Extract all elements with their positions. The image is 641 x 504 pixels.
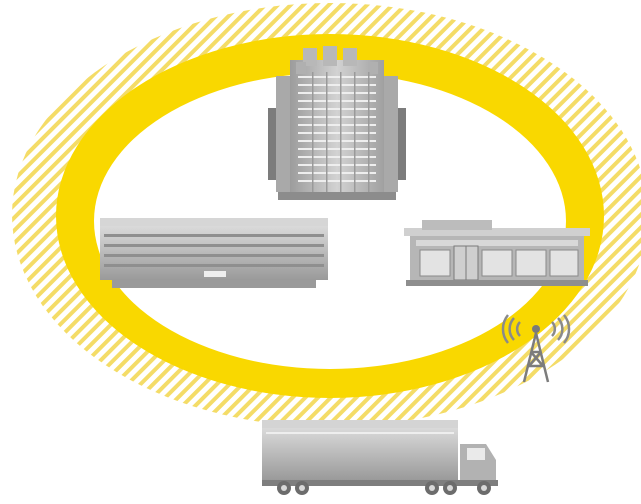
office-tower-icon (268, 46, 406, 200)
low-office-building-icon (100, 218, 328, 288)
retail-store-icon (404, 220, 590, 286)
cell-tower-icon (501, 314, 571, 383)
delivery-truck-icon (262, 420, 498, 495)
